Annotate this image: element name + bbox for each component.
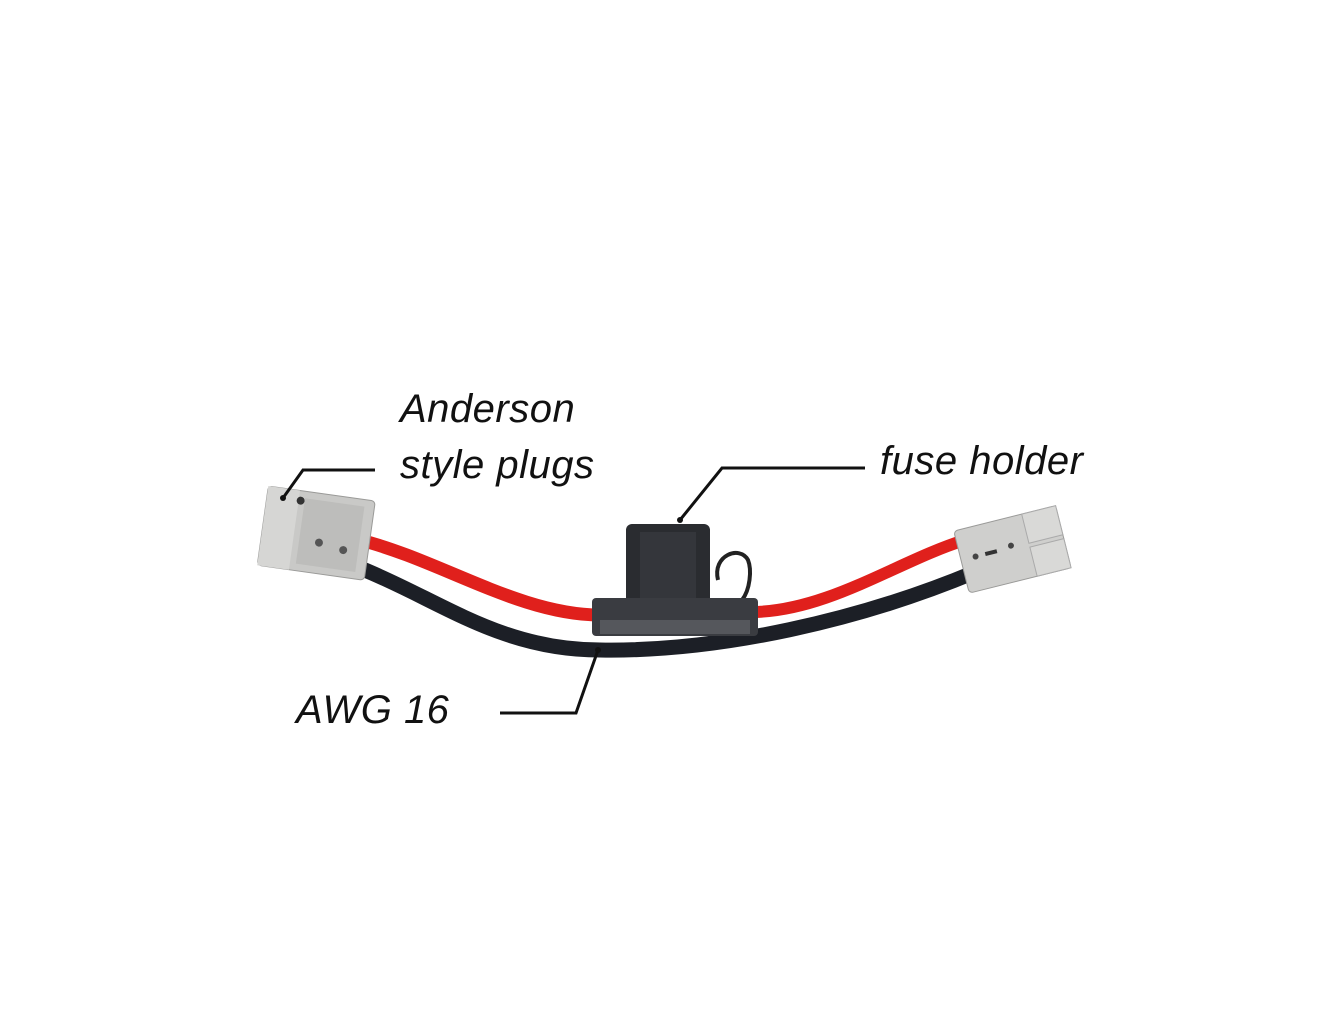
label-anderson-line1: Anderson bbox=[400, 387, 576, 431]
fuse-holder bbox=[592, 524, 758, 636]
label-awg: AWG 16 bbox=[296, 688, 450, 732]
leader-lines bbox=[281, 466, 865, 715]
anderson-plug-right bbox=[954, 505, 1072, 593]
red-wire-left bbox=[353, 533, 607, 622]
label-fuse-holder: fuse holder bbox=[880, 439, 1084, 483]
black-wire bbox=[352, 560, 983, 658]
label-anderson: Anderson style plugs bbox=[400, 381, 594, 493]
leader-fuse bbox=[678, 466, 865, 521]
red-wire-right bbox=[749, 534, 971, 618]
leader-awg bbox=[500, 649, 600, 715]
label-anderson-line2: style plugs bbox=[400, 443, 595, 487]
leader-anderson bbox=[281, 468, 375, 499]
anderson-plug-left bbox=[257, 486, 376, 581]
